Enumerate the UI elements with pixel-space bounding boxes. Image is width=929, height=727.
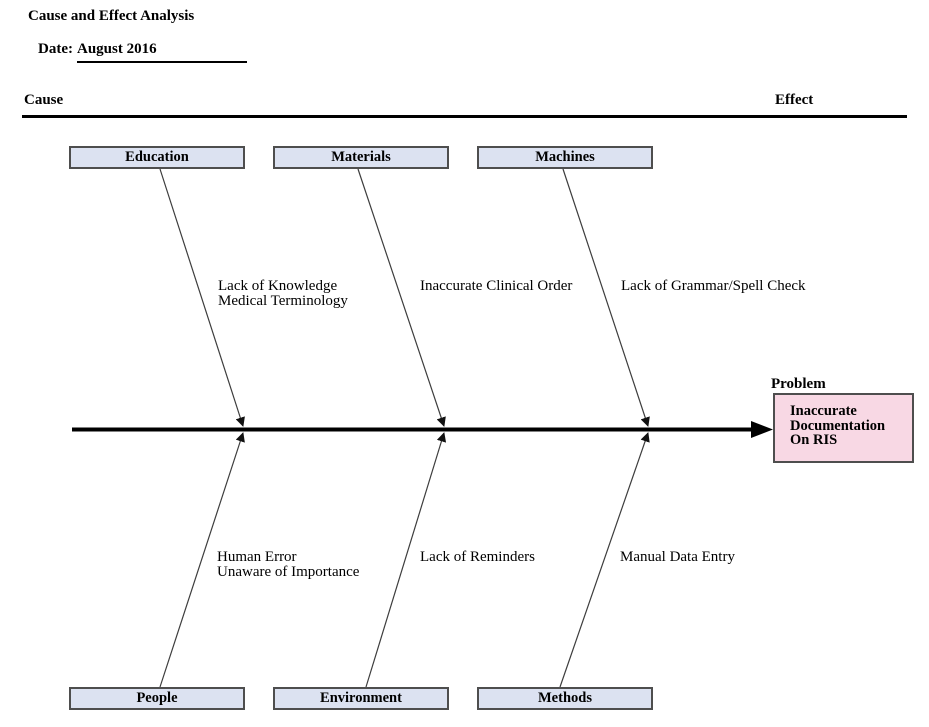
branch-materials (357, 168, 446, 427)
spine-arrowhead (751, 421, 773, 438)
category-label: Machines (535, 149, 595, 165)
branch-methods (559, 432, 650, 688)
branch-machines (562, 168, 650, 427)
header-divider (22, 115, 907, 118)
category-label: Education (125, 149, 189, 165)
category-label: People (136, 690, 178, 706)
problem-line: On RIS (790, 432, 838, 448)
cause-text-materials: Inaccurate Clinical Order (420, 279, 572, 294)
category-box-machines: Machines (477, 146, 653, 169)
problem-label: Problem (771, 376, 826, 392)
problem-line: Inaccurate (790, 403, 857, 419)
cause-line: Medical Terminology (218, 292, 348, 309)
cause-line: Lack of Grammar/Spell Check (621, 278, 806, 294)
category-box-methods: Methods (477, 687, 653, 710)
branch-education (159, 168, 245, 427)
cause-text-environment: Lack of Reminders (420, 550, 535, 565)
cause-line: Manual Data Entry (620, 549, 735, 565)
cause-text-methods: Manual Data Entry (620, 550, 735, 565)
cause-text-machines: Lack of Grammar/Spell Check (621, 279, 806, 294)
cause-text-education: Lack of Knowledge Medical Terminology (218, 279, 348, 308)
category-label: Materials (331, 149, 391, 165)
effect-section-label: Effect (775, 92, 814, 108)
category-box-education: Education (69, 146, 245, 169)
cause-text-people: Human Error Unaware of Importance (217, 550, 359, 579)
date-value: August 2016 (76, 41, 247, 63)
problem-box: Inaccurate Documentation On RIS (773, 393, 914, 463)
cause-line: Inaccurate Clinical Order (420, 278, 573, 294)
branch-environment (365, 432, 447, 688)
cause-line: Unaware of Importance (217, 563, 360, 580)
category-box-people: People (69, 687, 245, 710)
category-box-materials: Materials (273, 146, 449, 169)
cause-line: Human Error (217, 549, 297, 565)
category-box-environment: Environment (273, 687, 449, 710)
category-label: Methods (538, 690, 592, 706)
branch-people (159, 432, 245, 688)
date-row: Date:August 2016 (38, 41, 247, 63)
cause-line: Lack of Knowledge (218, 278, 338, 294)
category-label: Environment (320, 690, 402, 706)
cause-line: Lack of Reminders (420, 549, 535, 565)
page-title: Cause and Effect Analysis (28, 8, 195, 24)
cause-section-label: Cause (24, 92, 64, 108)
problem-line: Documentation (790, 417, 886, 434)
date-label: Date: (38, 41, 73, 57)
